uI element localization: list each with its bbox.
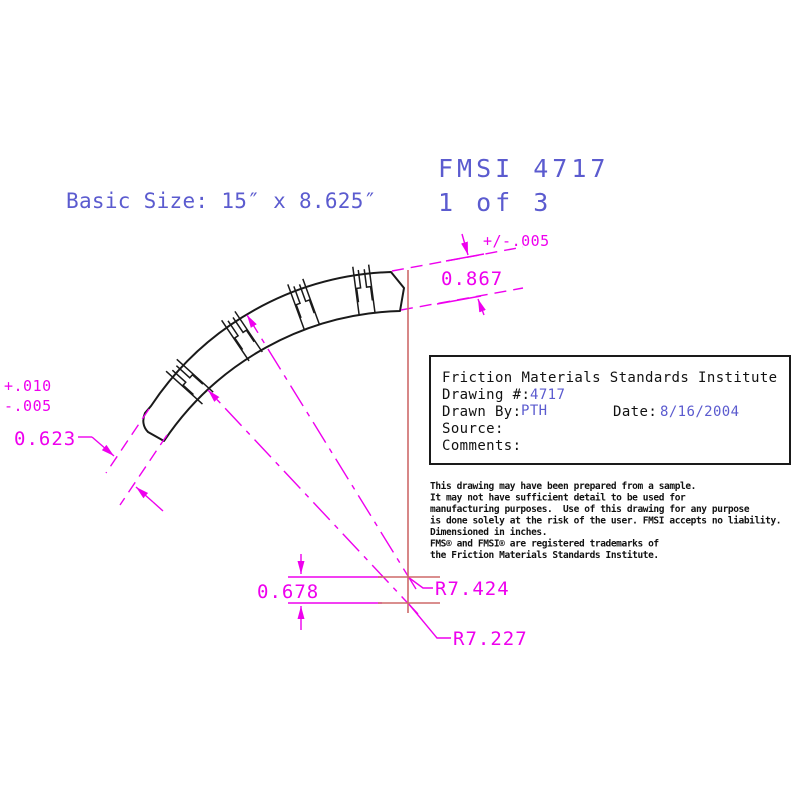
dim-arrow-0867-upper	[461, 233, 469, 256]
comments-label: Comments:	[442, 438, 521, 454]
drawing-number-label: Drawing #:	[442, 387, 530, 403]
dim-inner-radius-label: R7.227	[453, 628, 528, 650]
rivet-hole-mark	[352, 264, 376, 316]
title-block-border	[429, 355, 791, 465]
date-label: Date:	[613, 404, 657, 420]
dim-center-offset-label: 0.678	[257, 581, 319, 603]
extension-line-outer-left	[105, 408, 150, 474]
basic-size-label: Basic Size: 15″ x 8.625″	[66, 189, 377, 213]
dim-thickness-left-label: 0.623	[14, 428, 76, 450]
drawing-number-value: 4717	[530, 387, 565, 403]
dim-tolerance-right-label: +/-.005	[483, 232, 550, 250]
disclaimer-line: FMS® and FMSI® are registered trademarks…	[430, 539, 659, 550]
rivet-hole-mark	[287, 278, 321, 331]
rivet-hole-mark	[165, 358, 214, 405]
dim-tolerance-left-minus-label: -.005	[4, 397, 52, 415]
rivet-hole-mark	[221, 310, 263, 362]
source-label: Source:	[442, 421, 504, 437]
brake-lining-outline	[142, 271, 405, 442]
centerline-outer-radius	[246, 314, 417, 590]
dim-arrow-0623-outer	[91, 436, 115, 457]
date-value: 8/16/2004	[660, 404, 739, 420]
dim-arrow-0623-tail	[152, 501, 164, 512]
disclaimer-line: manufacturing purposes. Use of this draw…	[430, 504, 750, 515]
dim-stub-0867-upper	[445, 253, 485, 262]
disclaimer-line: Dimensioned in inches.	[430, 527, 547, 538]
dim-arrow-0623-inner	[135, 486, 154, 503]
disclaimer-line: the Friction Materials Standards Institu…	[430, 550, 659, 561]
dim-outer-radius-label: R7.424	[435, 578, 510, 600]
disclaimer-line: This drawing may have been prepared from…	[430, 481, 696, 492]
leader-inner-radius	[407, 602, 451, 639]
dim-stub-0867-lower	[436, 295, 482, 305]
dim-arrow-0867-lower	[477, 298, 486, 316]
organization-name: Friction Materials Standards Institute	[442, 370, 778, 386]
page-title: FMSI 4717	[438, 154, 609, 183]
drawn-by-label: Drawn By:	[442, 404, 521, 420]
dim-thickness-right-label: 0.867	[441, 268, 503, 290]
extension-line-inner-left	[119, 434, 168, 506]
sheet-number: 1 of 3	[438, 188, 552, 217]
disclaimer-line: It may not have sufficient detail to be …	[430, 493, 686, 504]
disclaimer-line: is done solely at the risk of the user. …	[430, 516, 781, 527]
drawn-by-value: PTH	[521, 403, 548, 419]
leader-outer-radius	[407, 576, 433, 589]
dim-tolerance-left-plus-label: +.010	[4, 377, 52, 395]
